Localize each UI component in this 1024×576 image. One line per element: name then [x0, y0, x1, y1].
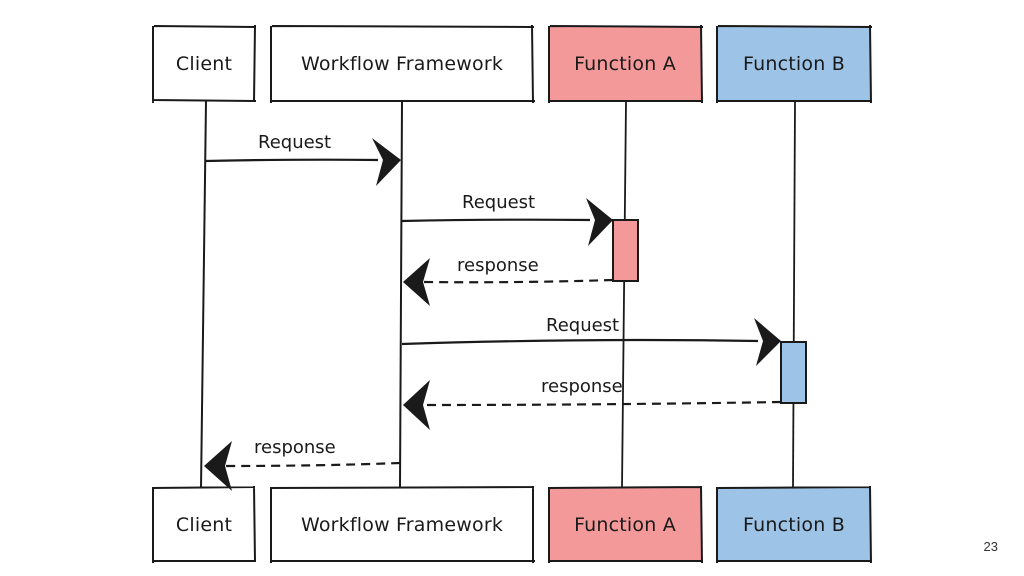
- actor-box: [153, 27, 254, 101]
- actor-function-b-bottom: Function B: [715, 485, 872, 564]
- arrowhead: [372, 138, 401, 186]
- actor-label: Workflow Framework: [301, 514, 503, 536]
- activation-bar-function-b: [780, 341, 807, 404]
- message-workflow-to-client: response: [204, 437, 401, 491]
- actor-label: Function A: [574, 53, 676, 75]
- message-client-to-workflow: Request: [205, 132, 401, 186]
- actor-box: [549, 27, 701, 101]
- actor-function-a-top: Function A: [548, 24, 704, 104]
- message-label: Request: [462, 192, 535, 213]
- actor-function-a-bottom: Function A: [547, 485, 703, 564]
- message-label: Request: [258, 132, 331, 153]
- message-label: response: [541, 376, 623, 397]
- message-label: response: [254, 437, 336, 458]
- actor-label: Workflow Framework: [301, 53, 503, 75]
- arrowhead: [204, 441, 232, 491]
- activation-bar-function-a: [612, 219, 639, 282]
- message-workflow-to-function-b: Request: [401, 315, 781, 366]
- lifeline-client: [200, 100, 207, 489]
- actor-function-b-top: Function B: [716, 24, 873, 104]
- actor-workflow-bottom: Workflow Framework: [269, 486, 535, 563]
- actor-label: Function B: [743, 53, 845, 75]
- actor-label: Function A: [574, 514, 676, 536]
- actor-box: [717, 488, 870, 561]
- actor-client-top: Client: [151, 24, 257, 103]
- message-function-b-to-workflow: response: [403, 376, 782, 430]
- message-workflow-to-function-a: Request: [401, 192, 613, 246]
- arrowhead: [403, 380, 430, 430]
- actor-box: [271, 488, 533, 561]
- lifeline-workflow: [399, 101, 403, 488]
- actor-box: [271, 27, 533, 101]
- message-label: response: [457, 255, 539, 276]
- actor-box: [153, 488, 254, 561]
- message-function-a-to-workflow: response: [403, 255, 614, 306]
- page-number: 23: [983, 539, 998, 554]
- arrowhead: [586, 198, 613, 246]
- actor-label: Client: [176, 514, 232, 536]
- message-label: Request: [546, 315, 619, 336]
- lifeline-function-b: [792, 101, 796, 488]
- actor-box: [549, 488, 701, 561]
- actor-workflow-top: Workflow Framework: [270, 24, 535, 104]
- actor-box: [717, 27, 870, 101]
- lifeline-function-a: [621, 101, 627, 489]
- actor-label: Function B: [743, 514, 845, 536]
- actor-client-bottom: Client: [151, 485, 256, 563]
- arrowhead: [403, 258, 430, 306]
- actor-label: Client: [176, 53, 232, 75]
- arrowhead: [754, 318, 781, 366]
